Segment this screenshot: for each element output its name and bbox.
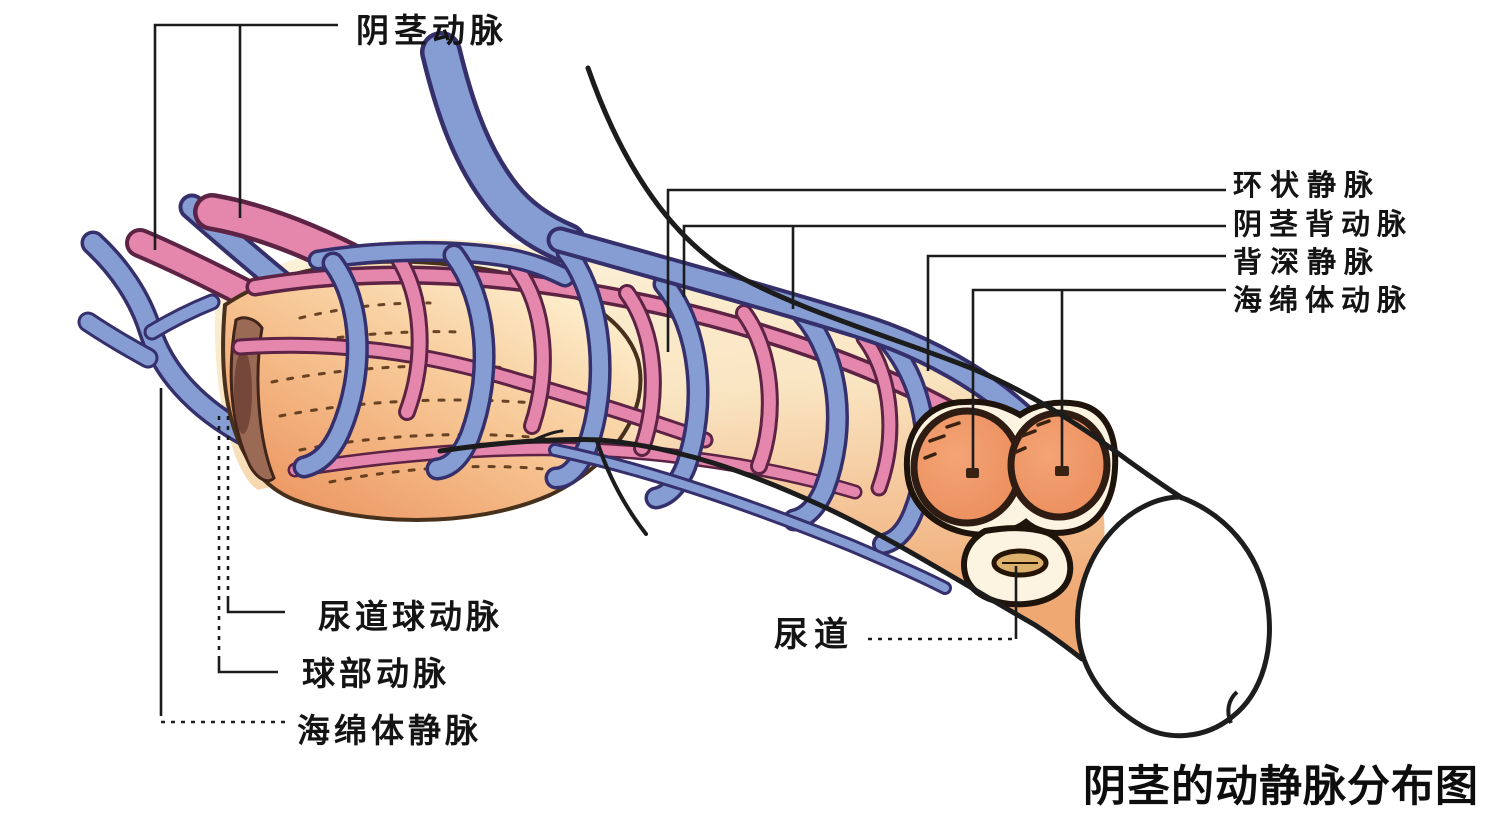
meatus-line (1226, 690, 1239, 724)
cavernous-artery-dot-right (1055, 466, 1069, 476)
label-cavernous-vein: 海绵体静脉 (297, 712, 482, 749)
corpus-cavernosum-right (1007, 409, 1111, 521)
glans-outline (1075, 494, 1272, 739)
leader-penile-artery (153, 23, 338, 250)
diagram-title: 阴茎的动静脉分布图 (1083, 763, 1479, 811)
label-penile-artery: 阴茎动脉 (356, 12, 508, 49)
corpus-cavernosum-left (910, 407, 1024, 527)
leader-dorsal-penile-artery (682, 224, 1226, 309)
corpus-texture (923, 419, 1051, 460)
label-urethra: 尿道 (774, 616, 854, 654)
label-deep-dorsal-vein: 背深静脉 (1233, 247, 1382, 279)
label-bulbar-artery: 球部动脉 (302, 655, 450, 692)
skin-outlines (437, 65, 1185, 662)
label-circular-vein: 环状静脉 (1233, 170, 1382, 202)
label-urethral-bulb-artery: 尿道球动脉 (318, 598, 503, 635)
cross-section (903, 398, 1119, 608)
cavernous-artery-dot-left (966, 468, 979, 478)
leader-bulbar-artery (217, 660, 278, 674)
leader-cavernous-artery (971, 288, 1226, 472)
label-cavernous-artery: 海绵体动脉 (1233, 285, 1414, 317)
leader-lines (153, 23, 1226, 724)
label-dorsal-penile-artery: 阴茎背动脉 (1233, 209, 1414, 241)
leader-urethral-bulb-artery (226, 600, 285, 614)
leader-deep-dorsal-vein (926, 254, 1226, 371)
leader-circular-vein (666, 188, 1226, 352)
